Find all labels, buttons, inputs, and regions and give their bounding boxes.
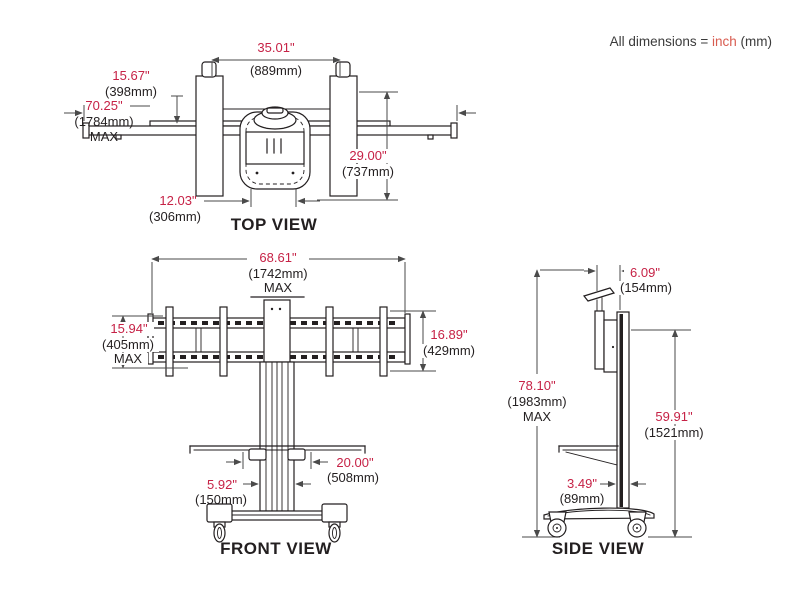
dim-top-depth-in: 29.00"	[349, 148, 387, 163]
dim-front-overall-mm: (1742mm)	[248, 266, 307, 281]
side-column-channel	[619, 314, 623, 507]
units-legend-inch: inch	[712, 34, 737, 49]
text-mask	[331, 164, 405, 179]
front-shelf-clamp-right	[287, 448, 306, 461]
top-post-left	[195, 75, 224, 197]
dim-side-tray-mm: (154mm)	[620, 280, 672, 295]
text-mask	[424, 328, 476, 342]
front-view-label: FRONT VIEW	[220, 539, 332, 558]
dim-front-left-height-in: 15.94"	[110, 321, 148, 336]
units-legend-suffix: (mm)	[737, 34, 772, 49]
dim-top-post-spacing-mm: (889mm)	[250, 63, 302, 78]
dim-top-depth-mm: (737mm)	[342, 164, 394, 179]
units-legend-prefix: All dimensions =	[610, 34, 712, 49]
dim-top-overall-width-max: MAX	[90, 129, 119, 144]
front-bracket-4	[379, 306, 388, 377]
side-top-tray	[582, 287, 616, 302]
dim-front-shelf-in: 20.00"	[336, 455, 374, 470]
dim-front-right-height-mm: (429mm)	[423, 343, 475, 358]
top-post-right-nub	[335, 61, 351, 78]
dim-top-end-offset-in: 15.67"	[112, 68, 150, 83]
top-view-drawing	[82, 61, 458, 197]
dim-top-overall-width-mm: (1784mm)	[74, 114, 133, 129]
front-bracket-3	[325, 306, 334, 377]
dim-top-post-spacing-in: 35.01"	[257, 40, 295, 55]
dim-side-column-height-in: 59.91"	[655, 409, 693, 424]
top-beam-cap-right	[450, 122, 458, 139]
dim-front-right-height-in: 16.89"	[430, 327, 468, 342]
front-view-dimensions: 68.61" (1742mm) MAX 15.94" (405mm) MAX 1…	[97, 250, 482, 507]
top-bolt-dot-right	[291, 171, 295, 175]
front-bracket-1	[165, 306, 174, 377]
top-center-box	[245, 131, 305, 165]
text-mask	[616, 281, 678, 295]
top-beam-cap-left	[82, 122, 90, 139]
front-caster-housing-right	[321, 503, 348, 523]
dim-side-column-height-mm: (1521mm)	[644, 425, 703, 440]
front-head-bolt	[270, 307, 274, 311]
text-mask	[336, 149, 400, 163]
side-caster-axle-right	[636, 527, 638, 529]
text-mask	[108, 353, 148, 365]
top-view-label: TOP VIEW	[231, 215, 318, 234]
dim-side-overall-height-in: 78.10"	[518, 378, 556, 393]
dim-front-column-in: 5.92"	[207, 477, 237, 492]
dim-side-column-depth-mm: (89mm)	[560, 491, 605, 506]
front-bracket-2	[219, 306, 228, 377]
front-view-drawing	[147, 296, 411, 543]
dim-side-overall-height-max: MAX	[523, 409, 552, 424]
front-column-head	[263, 299, 291, 363]
top-knob-cap	[266, 107, 284, 114]
top-view-dimensions: 35.01" (889mm) 15.67" (398mm) 70.25" (17…	[64, 40, 476, 224]
dim-top-base-width-in: 12.03"	[159, 193, 197, 208]
side-view: 6.09" (154mm) 78.10" (1983mm) MAX 59.91"…	[507, 265, 710, 558]
front-view: 68.61" (1742mm) MAX 15.94" (405mm) MAX 1…	[97, 250, 482, 558]
dim-top-base-width-mm: (306mm)	[149, 209, 201, 224]
side-view-label: SIDE VIEW	[552, 539, 645, 558]
side-view-dimensions: 6.09" (154mm) 78.10" (1983mm) MAX 59.91"…	[507, 265, 710, 538]
top-beam-bolt-left	[115, 134, 122, 140]
text-mask	[416, 344, 482, 358]
text-mask	[104, 322, 154, 336]
front-caster-hub-right	[332, 527, 337, 539]
dim-front-overall-max: MAX	[264, 280, 293, 295]
front-head-bolt	[278, 307, 282, 311]
side-mount-pole	[594, 310, 605, 370]
dim-front-overall-in: 68.61"	[259, 250, 297, 265]
front-rail-cap-right	[404, 313, 411, 365]
dim-front-left-height-mm: (405mm)	[102, 337, 154, 352]
text-mask	[648, 410, 702, 424]
dim-side-tray-in: 6.09"	[630, 265, 660, 280]
top-beam-bolt-right	[427, 134, 434, 140]
top-view: 35.01" (889mm) 15.67" (398mm) 70.25" (17…	[64, 40, 476, 234]
text-mask	[97, 338, 159, 352]
dim-top-overall-width-in: 70.25"	[85, 98, 123, 113]
dim-side-overall-height-mm: (1983mm)	[507, 394, 566, 409]
text-mask	[624, 266, 666, 279]
side-shelf-support	[565, 451, 618, 466]
units-legend: All dimensions = inch (mm)	[610, 34, 772, 49]
side-vesa-plate	[603, 319, 619, 373]
top-bolt-dot-left	[255, 171, 259, 175]
text-mask	[247, 250, 309, 264]
dim-front-column-mm: (150mm)	[195, 492, 247, 507]
text-mask	[640, 426, 710, 440]
dim-front-left-height-max: MAX	[114, 351, 143, 366]
front-shelf-clamp-left	[248, 448, 267, 461]
side-view-drawing	[522, 287, 692, 538]
dim-side-column-depth-in: 3.49"	[567, 476, 597, 491]
side-caster-axle-left	[556, 527, 558, 529]
top-post-left-nub	[201, 61, 217, 78]
side-plate-bolt	[611, 345, 615, 349]
dim-front-shelf-mm: (508mm)	[327, 470, 379, 485]
front-caster-hub-left	[217, 527, 222, 539]
dim-top-end-offset-mm: (398mm)	[105, 84, 157, 99]
